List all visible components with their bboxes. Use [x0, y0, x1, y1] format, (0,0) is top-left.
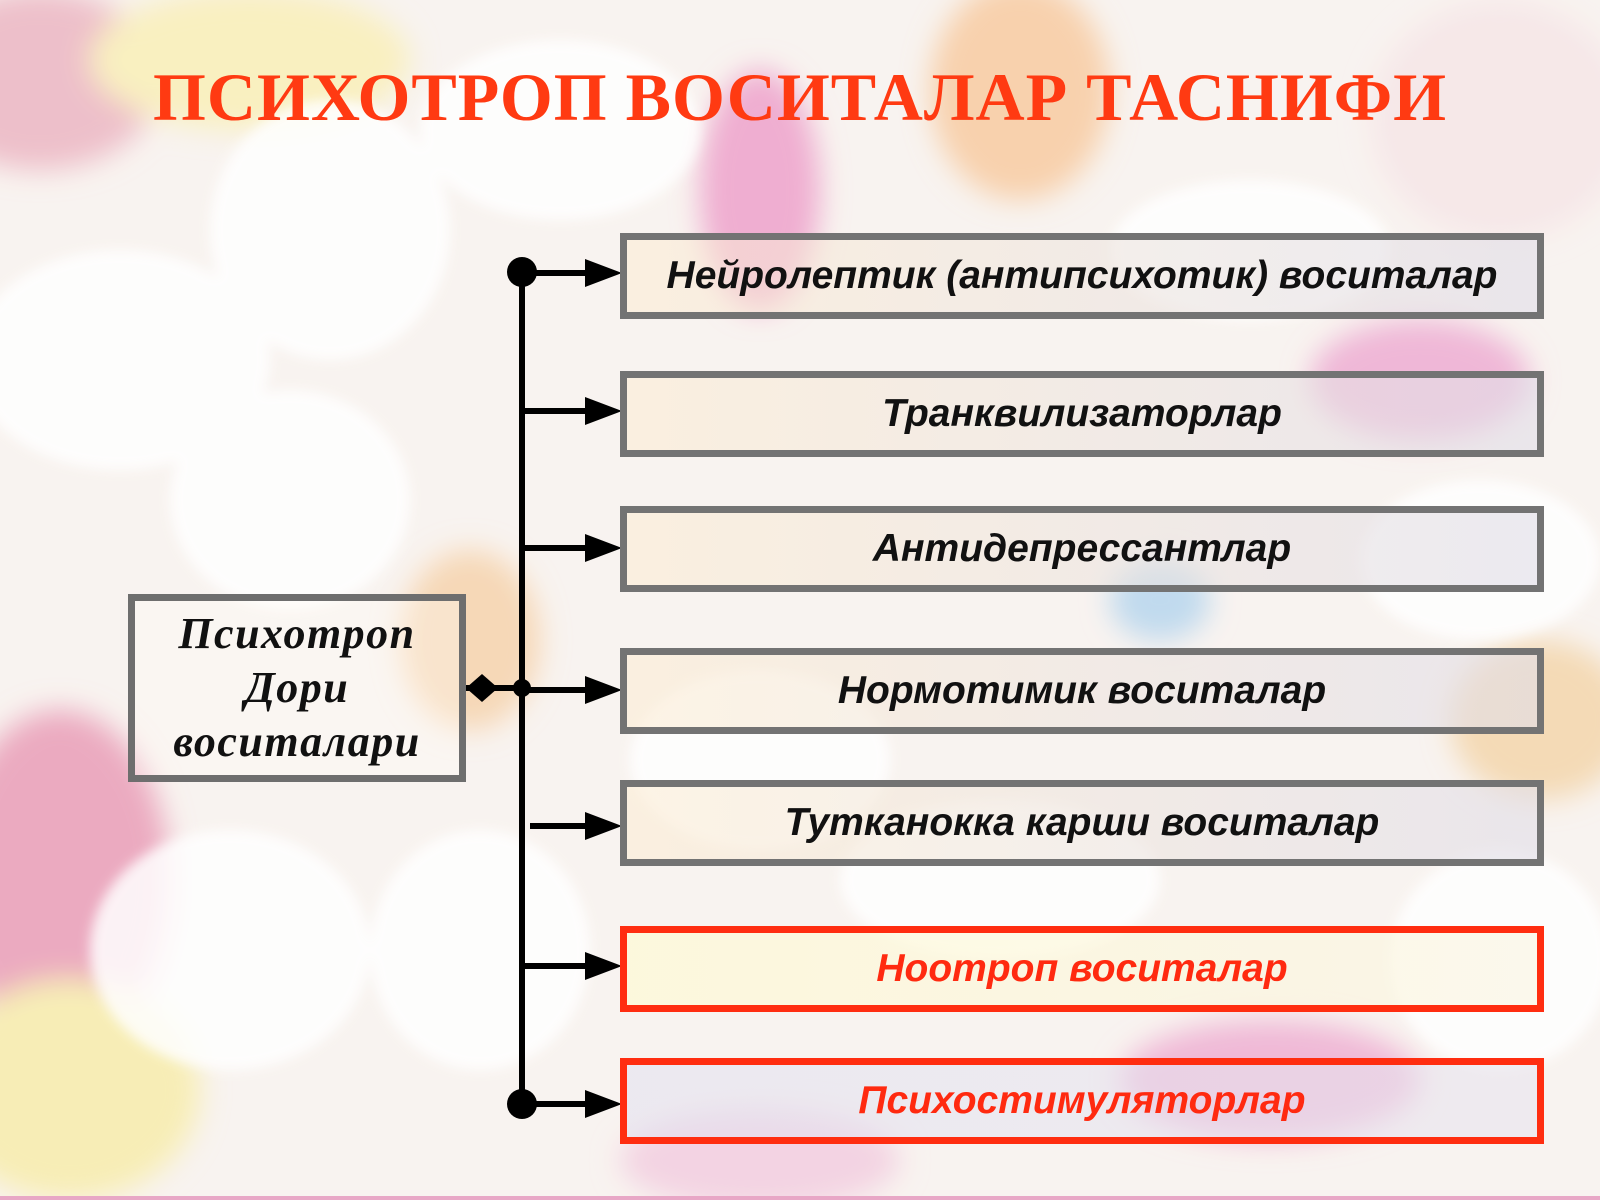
- trunk-dot-top: [507, 257, 537, 287]
- category-box-nootropics: Ноотроп воситалар: [620, 926, 1544, 1012]
- category-label: Тутканокка карши воситалар: [784, 801, 1380, 844]
- page-title: ПСИХОТРОП ВОСИТАЛАР ТАСНИФИ: [152, 59, 1448, 135]
- center-node-line-2: Дори: [244, 663, 350, 712]
- category-box-psychostimulants: Психостимуляторлар: [620, 1058, 1544, 1144]
- arrowhead-2: [585, 397, 622, 425]
- category-box-normothymics: Нормотимик воситалар: [620, 648, 1544, 734]
- arrowhead-3: [585, 534, 622, 562]
- arrowhead-7: [585, 1090, 622, 1118]
- category-box-tranquilizers: Транквилизаторлар: [620, 371, 1544, 457]
- center-diamond: [466, 674, 498, 702]
- center-node-psychotropic-drugs: Психотроп Дори воситалари: [128, 594, 466, 782]
- category-label: Транквилизаторлар: [882, 392, 1282, 435]
- center-node-line-1: Психотроп: [178, 609, 416, 658]
- arrowhead-4: [585, 676, 622, 704]
- category-label: Ноотроп воситалар: [876, 947, 1288, 990]
- category-label: Антидепрессантлар: [872, 527, 1292, 570]
- bottom-stripe: [0, 1196, 1600, 1200]
- arrowhead-6: [585, 952, 622, 980]
- category-box-anticonvulsants: Тутканокка карши воситалар: [620, 780, 1544, 866]
- trunk-dot-middle: [513, 679, 531, 697]
- category-label: Нейролептик (антипсихотик) воситалар: [666, 254, 1498, 297]
- category-label: Психостимуляторлар: [858, 1079, 1306, 1122]
- category-label: Нормотимик воситалар: [837, 669, 1327, 712]
- arrowhead-1: [585, 259, 622, 287]
- category-box-neuroleptics: Нейролептик (антипсихотик) воситалар: [620, 233, 1544, 319]
- category-box-antidepressants: Антидепрессантлар: [620, 506, 1544, 592]
- center-node-line-3: воситалари: [173, 717, 421, 766]
- arrowhead-5: [585, 812, 622, 840]
- trunk-dot-bottom: [507, 1089, 537, 1119]
